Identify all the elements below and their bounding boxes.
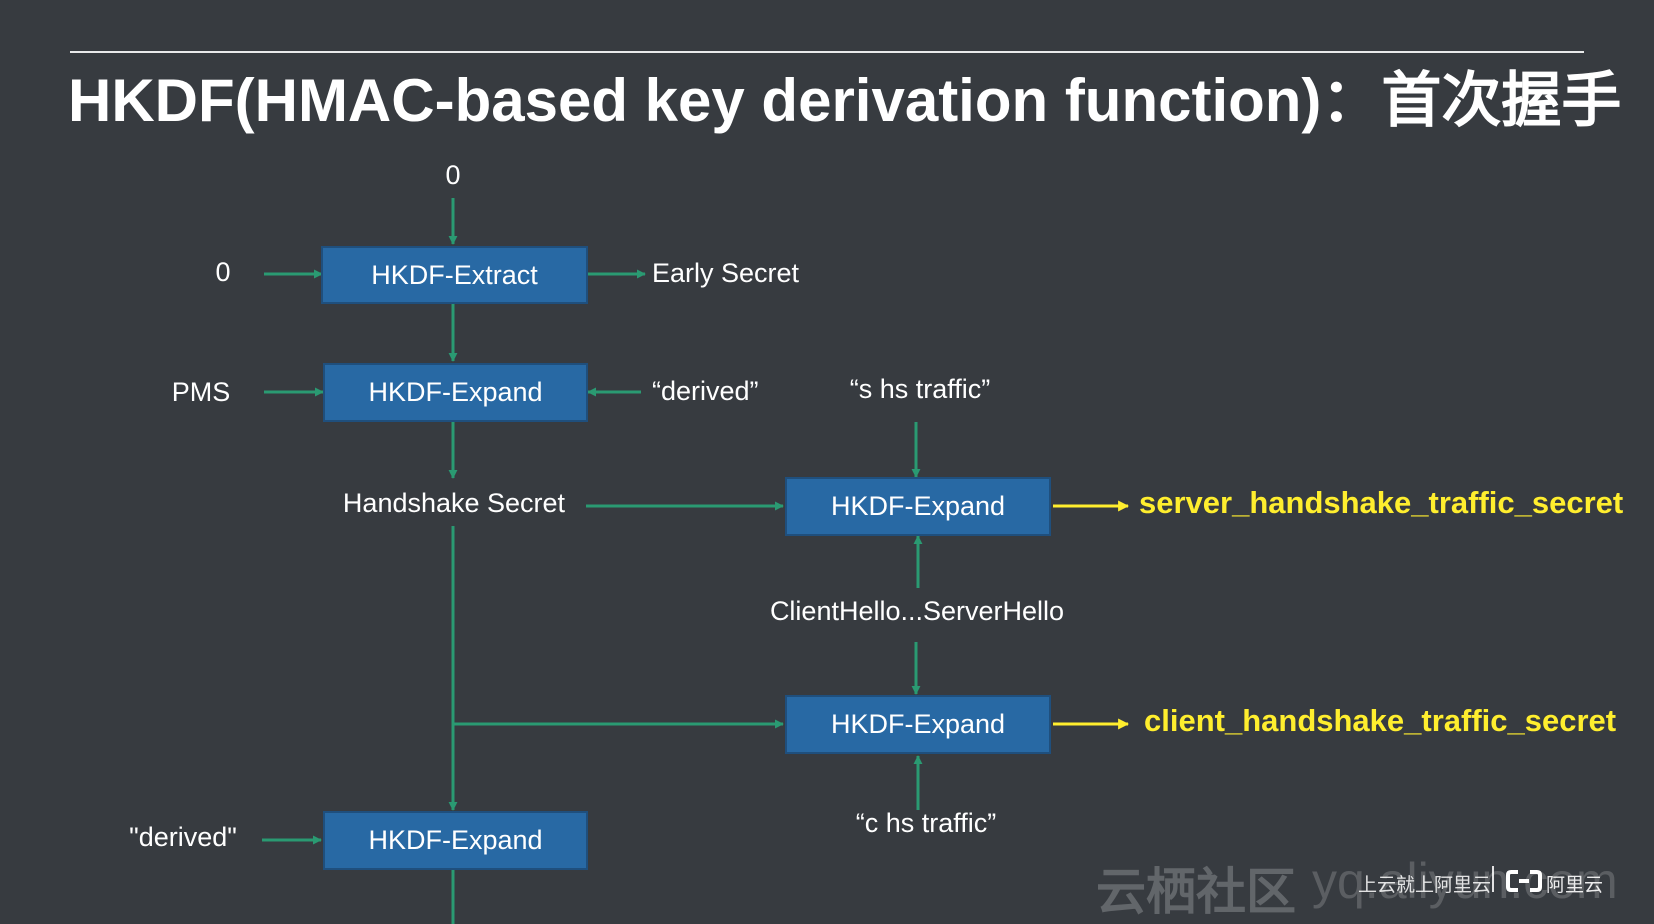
label-zero-left: 0 [215,257,231,287]
watermark-slogan: 上云就上阿里云 [1358,874,1492,896]
title-rule [70,51,1584,53]
output-server-handshake-traffic-secret: server_handshake_traffic_secret [1139,485,1624,520]
hkdf-expand-bottom-box: HKDF-Expand [323,811,588,870]
label-c-hs-traffic: “c hs traffic” [855,808,997,838]
hkdf-expand-derived-box: HKDF-Expand [323,363,588,422]
label-s-hs-traffic: “s hs traffic” [849,374,991,404]
label-derived-quoted: “derived” [652,376,759,406]
label-pms: PMS [171,377,231,407]
label-zero-top: 0 [445,160,461,190]
output-client-handshake-traffic-secret: client_handshake_traffic_secret [1144,703,1617,738]
hkdf-extract-box: HKDF-Extract [321,246,588,304]
label-handshake-secret: Handshake Secret [342,488,566,518]
watermark-site-url: yq.aliyun.com [1312,853,1618,909]
label-early-secret: Early Secret [652,258,800,288]
watermark-site-cn: 云栖社区 [1096,863,1296,921]
watermark-separator [1492,866,1494,892]
label-derived-plain: "derived" [129,822,237,852]
label-transcript: ClientHello...ServerHello [769,596,1065,626]
aliyun-logo-icon [1506,870,1542,892]
slide-title: HKDF(HMAC-based key derivation function)… [68,67,1622,134]
hkdf-expand-server-box: HKDF-Expand [785,477,1051,536]
hkdf-expand-client-box: HKDF-Expand [785,695,1051,754]
watermark-brand: 阿里云 [1546,874,1604,896]
